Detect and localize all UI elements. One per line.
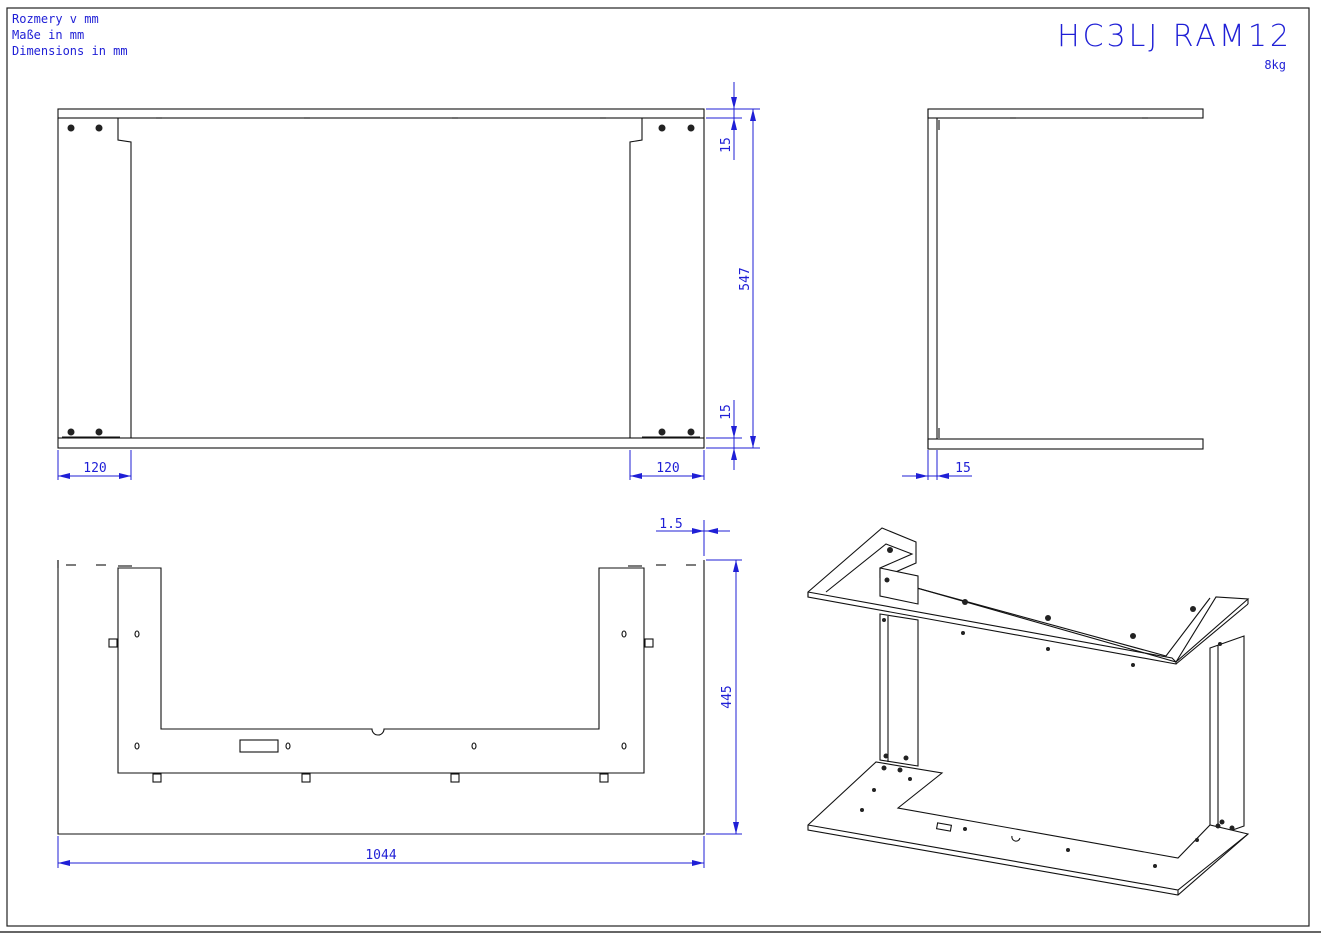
top-view: 15 547 15 120 120	[57, 82, 760, 480]
dim-left-width: 120	[83, 461, 106, 476]
dim-top-offset: 15	[719, 137, 734, 153]
dim-side-depth: 15	[955, 461, 971, 476]
dim-thickness: 1.5	[659, 517, 682, 532]
side-view: 15	[902, 108, 1204, 480]
dim-right-width: 120	[656, 461, 679, 476]
top-view-left-panel	[57, 117, 132, 438]
side-view-bottom-rail	[927, 438, 1204, 450]
iso-top-frame	[807, 527, 1250, 665]
units-label-en: Dimensions in mm	[12, 44, 128, 58]
units-label-cz: Rozmery v mm	[12, 12, 99, 26]
front-view: 1.5 445 1044	[57, 517, 742, 868]
top-view-right-panel	[629, 117, 705, 438]
front-view-outline	[57, 560, 705, 835]
dim-bottom-offset: 15	[719, 404, 734, 420]
side-view-top-rail	[927, 108, 1204, 119]
iso-right-leg	[1209, 635, 1245, 839]
sheet-border	[6, 7, 1310, 927]
iso-base-plate	[807, 761, 1250, 896]
front-view-slot	[239, 739, 279, 753]
top-view-bottom-rail	[57, 437, 705, 449]
top-view-top-rail	[57, 108, 705, 119]
dim-front-height: 445	[720, 685, 735, 708]
drawing-title: HC3LJ RAM12	[1057, 19, 1292, 54]
dim-height: 547	[738, 267, 753, 290]
isometric-view	[807, 527, 1250, 896]
front-view-inner-panel	[117, 567, 645, 774]
units-label-de: Maße in mm	[12, 28, 84, 42]
dim-total-width: 1044	[365, 848, 396, 863]
iso-left-leg	[879, 613, 919, 767]
weight-label: 8kg	[1264, 58, 1286, 72]
